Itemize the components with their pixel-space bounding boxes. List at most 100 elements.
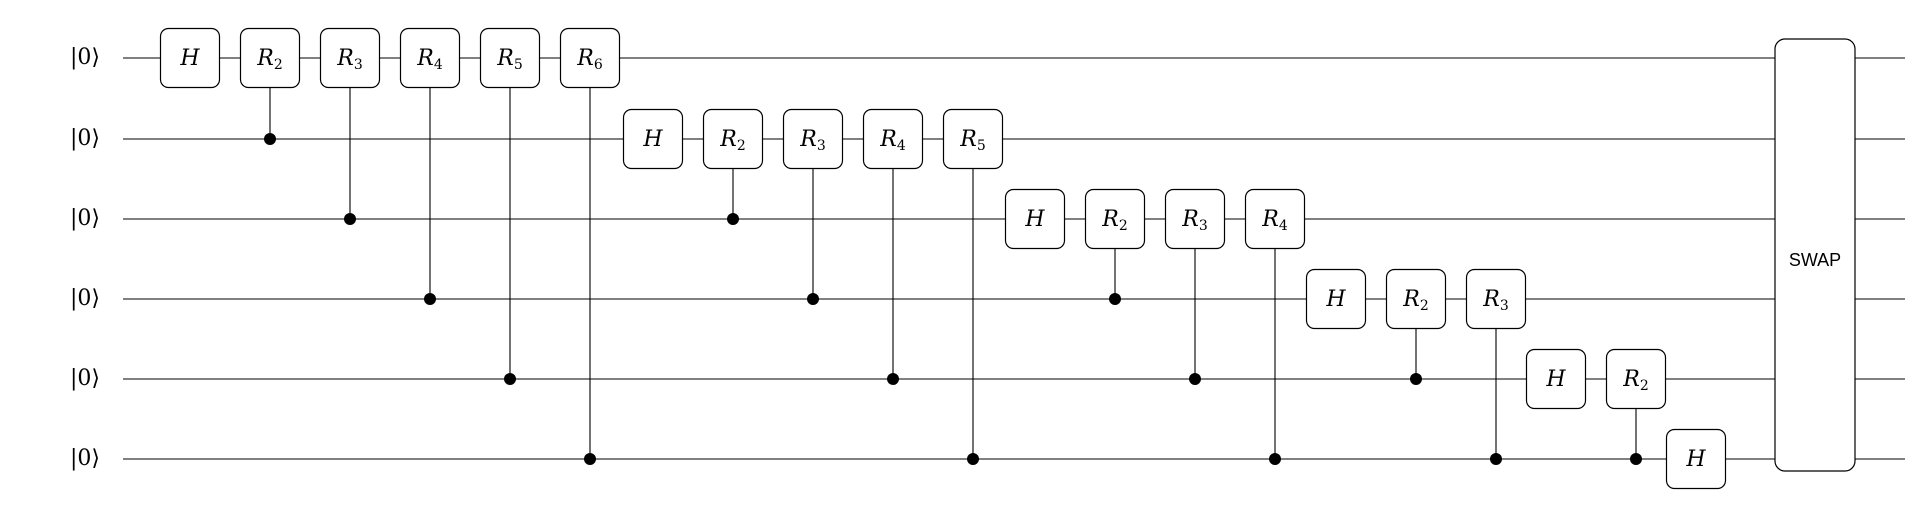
qubit-wires [123,57,1775,460]
gate-name: R [959,127,977,152]
gate-subscript: 4 [897,138,906,154]
output-wire-stubs [1855,57,1905,460]
gate-name: R [1101,207,1119,232]
gate-name: R [336,46,354,71]
control-dot-14 [1269,453,1281,465]
gate-label: R4 [1261,207,1288,234]
gate-h-q3: H [1305,268,1367,330]
gate-name: R [719,127,737,152]
gate-name: R [1402,287,1420,312]
gate-r3-q0: R3 [319,27,381,89]
gate-box [1605,348,1667,410]
gate-subscript: 3 [817,138,826,154]
gate-box [1525,348,1587,410]
gate-subscript: 2 [274,57,283,73]
gate-r6-q0: R6 [559,27,621,89]
gate-label: H [1325,287,1346,312]
gate-h-q1: H [622,108,684,170]
control-dot-13 [1189,373,1201,385]
control-dot-10 [967,453,979,465]
qubit-labels: |0⟩|0⟩|0⟩|0⟩|0⟩|0⟩ [70,45,100,471]
gate-name: R [1261,207,1279,232]
gate-subscript: 3 [354,57,363,73]
control-dot-2 [344,213,356,225]
gate-label: R2 [1402,287,1429,314]
gate-r2-q0: R2 [239,27,301,89]
swap-gate-label: SWAP [1789,250,1841,270]
gate-name: H [1325,287,1346,312]
gate-name: H [1024,207,1045,232]
gate-name: R [1181,207,1199,232]
gate-label: R2 [719,127,746,154]
control-dot-7 [727,213,739,225]
gate-r5-q0: R5 [479,27,541,89]
gate-h-q4: H [1525,348,1587,410]
gate-h-q2: H [1004,188,1066,250]
gate-name: R [496,46,514,71]
gate-label: R5 [496,46,523,73]
control-dot-19 [1630,453,1642,465]
gate-label: R2 [256,46,283,73]
gate-name: R [1482,287,1500,312]
gate-h-q0: H [159,27,221,89]
gate-r2-q1: R2 [702,108,764,170]
gate-name: H [179,46,200,71]
gate-box [782,108,844,170]
gate-subscript: 2 [1420,298,1429,314]
gate-label: H [1685,447,1706,472]
control-dot-3 [424,293,436,305]
gate-box [319,27,381,89]
gate-subscript: 2 [737,138,746,154]
gate-name: R [576,46,594,71]
control-dot-9 [887,373,899,385]
gate-name: H [1545,367,1566,392]
gate-subscript: 5 [514,57,523,73]
gate-r3-q3: R3 [1465,268,1527,330]
gate-box [1084,188,1146,250]
control-lines [264,87,1642,465]
gate-box [1004,188,1066,250]
gate-subscript: 3 [1199,218,1208,234]
swap-gate-box [1774,38,1856,472]
gate-box [479,27,541,89]
gate-name: R [256,46,274,71]
control-dot-1 [264,133,276,145]
gate-r3-q2: R3 [1164,188,1226,250]
gate-box [862,108,924,170]
gate-name: R [879,127,897,152]
gate-label: R3 [1181,207,1208,234]
qubit-label-4: |0⟩ [70,366,100,391]
gate-box [239,27,301,89]
gate-r2-q4: R2 [1605,348,1667,410]
gate-subscript: 5 [977,138,986,154]
gate-box [1244,188,1306,250]
gate-label: H [1545,367,1566,392]
control-dot-4 [504,373,516,385]
control-dot-17 [1490,453,1502,465]
gate-label: H [1024,207,1045,232]
gate-box [1665,428,1727,490]
gate-r5-q1: R5 [942,108,1004,170]
gate-name: H [1685,447,1706,472]
gate-box [399,27,461,89]
gate-name: R [416,46,434,71]
control-dot-16 [1410,373,1422,385]
qubit-label-3: |0⟩ [70,286,100,311]
gate-name: R [799,127,817,152]
gate-box [942,108,1004,170]
gate-label: R2 [1101,207,1128,234]
gate-box [1465,268,1527,330]
gate-box [1305,268,1367,330]
gate-r4-q2: R4 [1244,188,1306,250]
gate-subscript: 4 [434,57,443,73]
gate-r4-q0: R4 [399,27,461,89]
control-dot-5 [584,453,596,465]
gate-label: H [179,46,200,71]
qubit-label-5: |0⟩ [70,446,100,471]
gate-subscript: 2 [1640,378,1649,394]
gate-r2-q3: R2 [1385,268,1447,330]
gate-label: R3 [336,46,363,73]
qubit-label-2: |0⟩ [70,206,100,231]
